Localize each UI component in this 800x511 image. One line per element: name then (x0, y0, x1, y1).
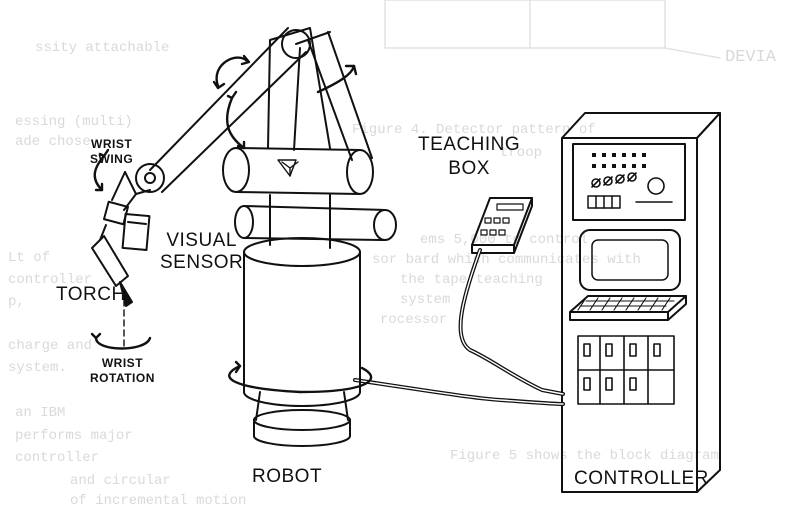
bleed-text: Figure 5 shows the block diagram (450, 448, 719, 464)
welding-torch (91, 224, 133, 307)
wrist-rotation-arrow (94, 336, 152, 350)
bleed-text: charge and (8, 338, 93, 354)
panel-switches (587, 195, 673, 209)
robot-upper-arm (267, 27, 373, 161)
bleed-text: controller (15, 450, 100, 466)
indicator-lamps (592, 153, 646, 168)
bleed-text: Lt of (8, 250, 51, 266)
robot-base (243, 237, 361, 447)
bleed-text: rocessor (380, 312, 448, 328)
bleed-text: sor bard which communicates with (372, 252, 641, 268)
bleed-text: and circular (70, 473, 171, 489)
label-wrist-rotation-line2: ROTATION (90, 371, 155, 385)
label-wrist-swing: WRIST SWING (90, 137, 133, 167)
bleed-text: system (400, 292, 451, 308)
label-controller: CONTROLLER (574, 468, 709, 489)
robot-forearm (135, 27, 307, 193)
bleed-text: system. (8, 360, 67, 376)
shoulder-swing-arrow (225, 96, 246, 150)
label-wrist-swing-line2: SWING (90, 152, 134, 166)
label-teaching-box: TEACHING BOX (418, 133, 520, 181)
bleed-text: p, (8, 294, 25, 310)
arm-rotation-arrow-top (215, 56, 250, 88)
label-wrist-swing-line1: WRIST (91, 137, 133, 151)
drawer-bank (577, 335, 675, 405)
robot-shoulder (222, 147, 397, 249)
label-visual-sensor-line1: VISUAL (166, 230, 237, 251)
bleed-box (384, 0, 721, 59)
label-teaching-box-line1: TEACHING (418, 134, 521, 155)
bleed-text: essing (multi) (15, 114, 133, 130)
controller-cabinet (561, 112, 721, 493)
label-robot: ROBOT (252, 466, 323, 487)
label-teaching-box-line2: BOX (448, 158, 490, 179)
label-visual-sensor-line2: SENSOR (160, 252, 244, 273)
bleed-text: DEVIA (725, 48, 777, 67)
visual-sensor-body (121, 213, 151, 251)
label-wrist-rotation: WRIST ROTATION (90, 356, 155, 386)
bleed-text: troop (500, 145, 543, 161)
bleed-text: an IBM (15, 405, 66, 421)
base-rotation-arrow (228, 364, 373, 394)
bleed-text: ade chose (15, 134, 91, 150)
label-torch: TORCH (56, 284, 126, 305)
panel-knobs (591, 172, 665, 195)
crt-display (579, 229, 681, 291)
keyboard (569, 295, 687, 321)
robot-wrist (103, 171, 151, 251)
teaching-cable (458, 248, 565, 396)
bleed-text: performs major (15, 428, 133, 444)
bleed-text: Figure 4. Detector pattern of (352, 122, 596, 138)
elbow-swing-arrow (316, 64, 356, 94)
label-wrist-rotation-line1: WRIST (101, 356, 144, 370)
bleed-text: ems 5,000 to control (420, 232, 589, 248)
teaching-box (471, 197, 533, 254)
wrist-swing-arrow (93, 154, 106, 192)
bleed-text: of incremental motion (70, 493, 247, 509)
bleed-text: ssity attachable (35, 40, 170, 56)
bleed-text: controller (8, 272, 93, 288)
label-visual-sensor: VISUAL SENSOR (160, 230, 243, 274)
